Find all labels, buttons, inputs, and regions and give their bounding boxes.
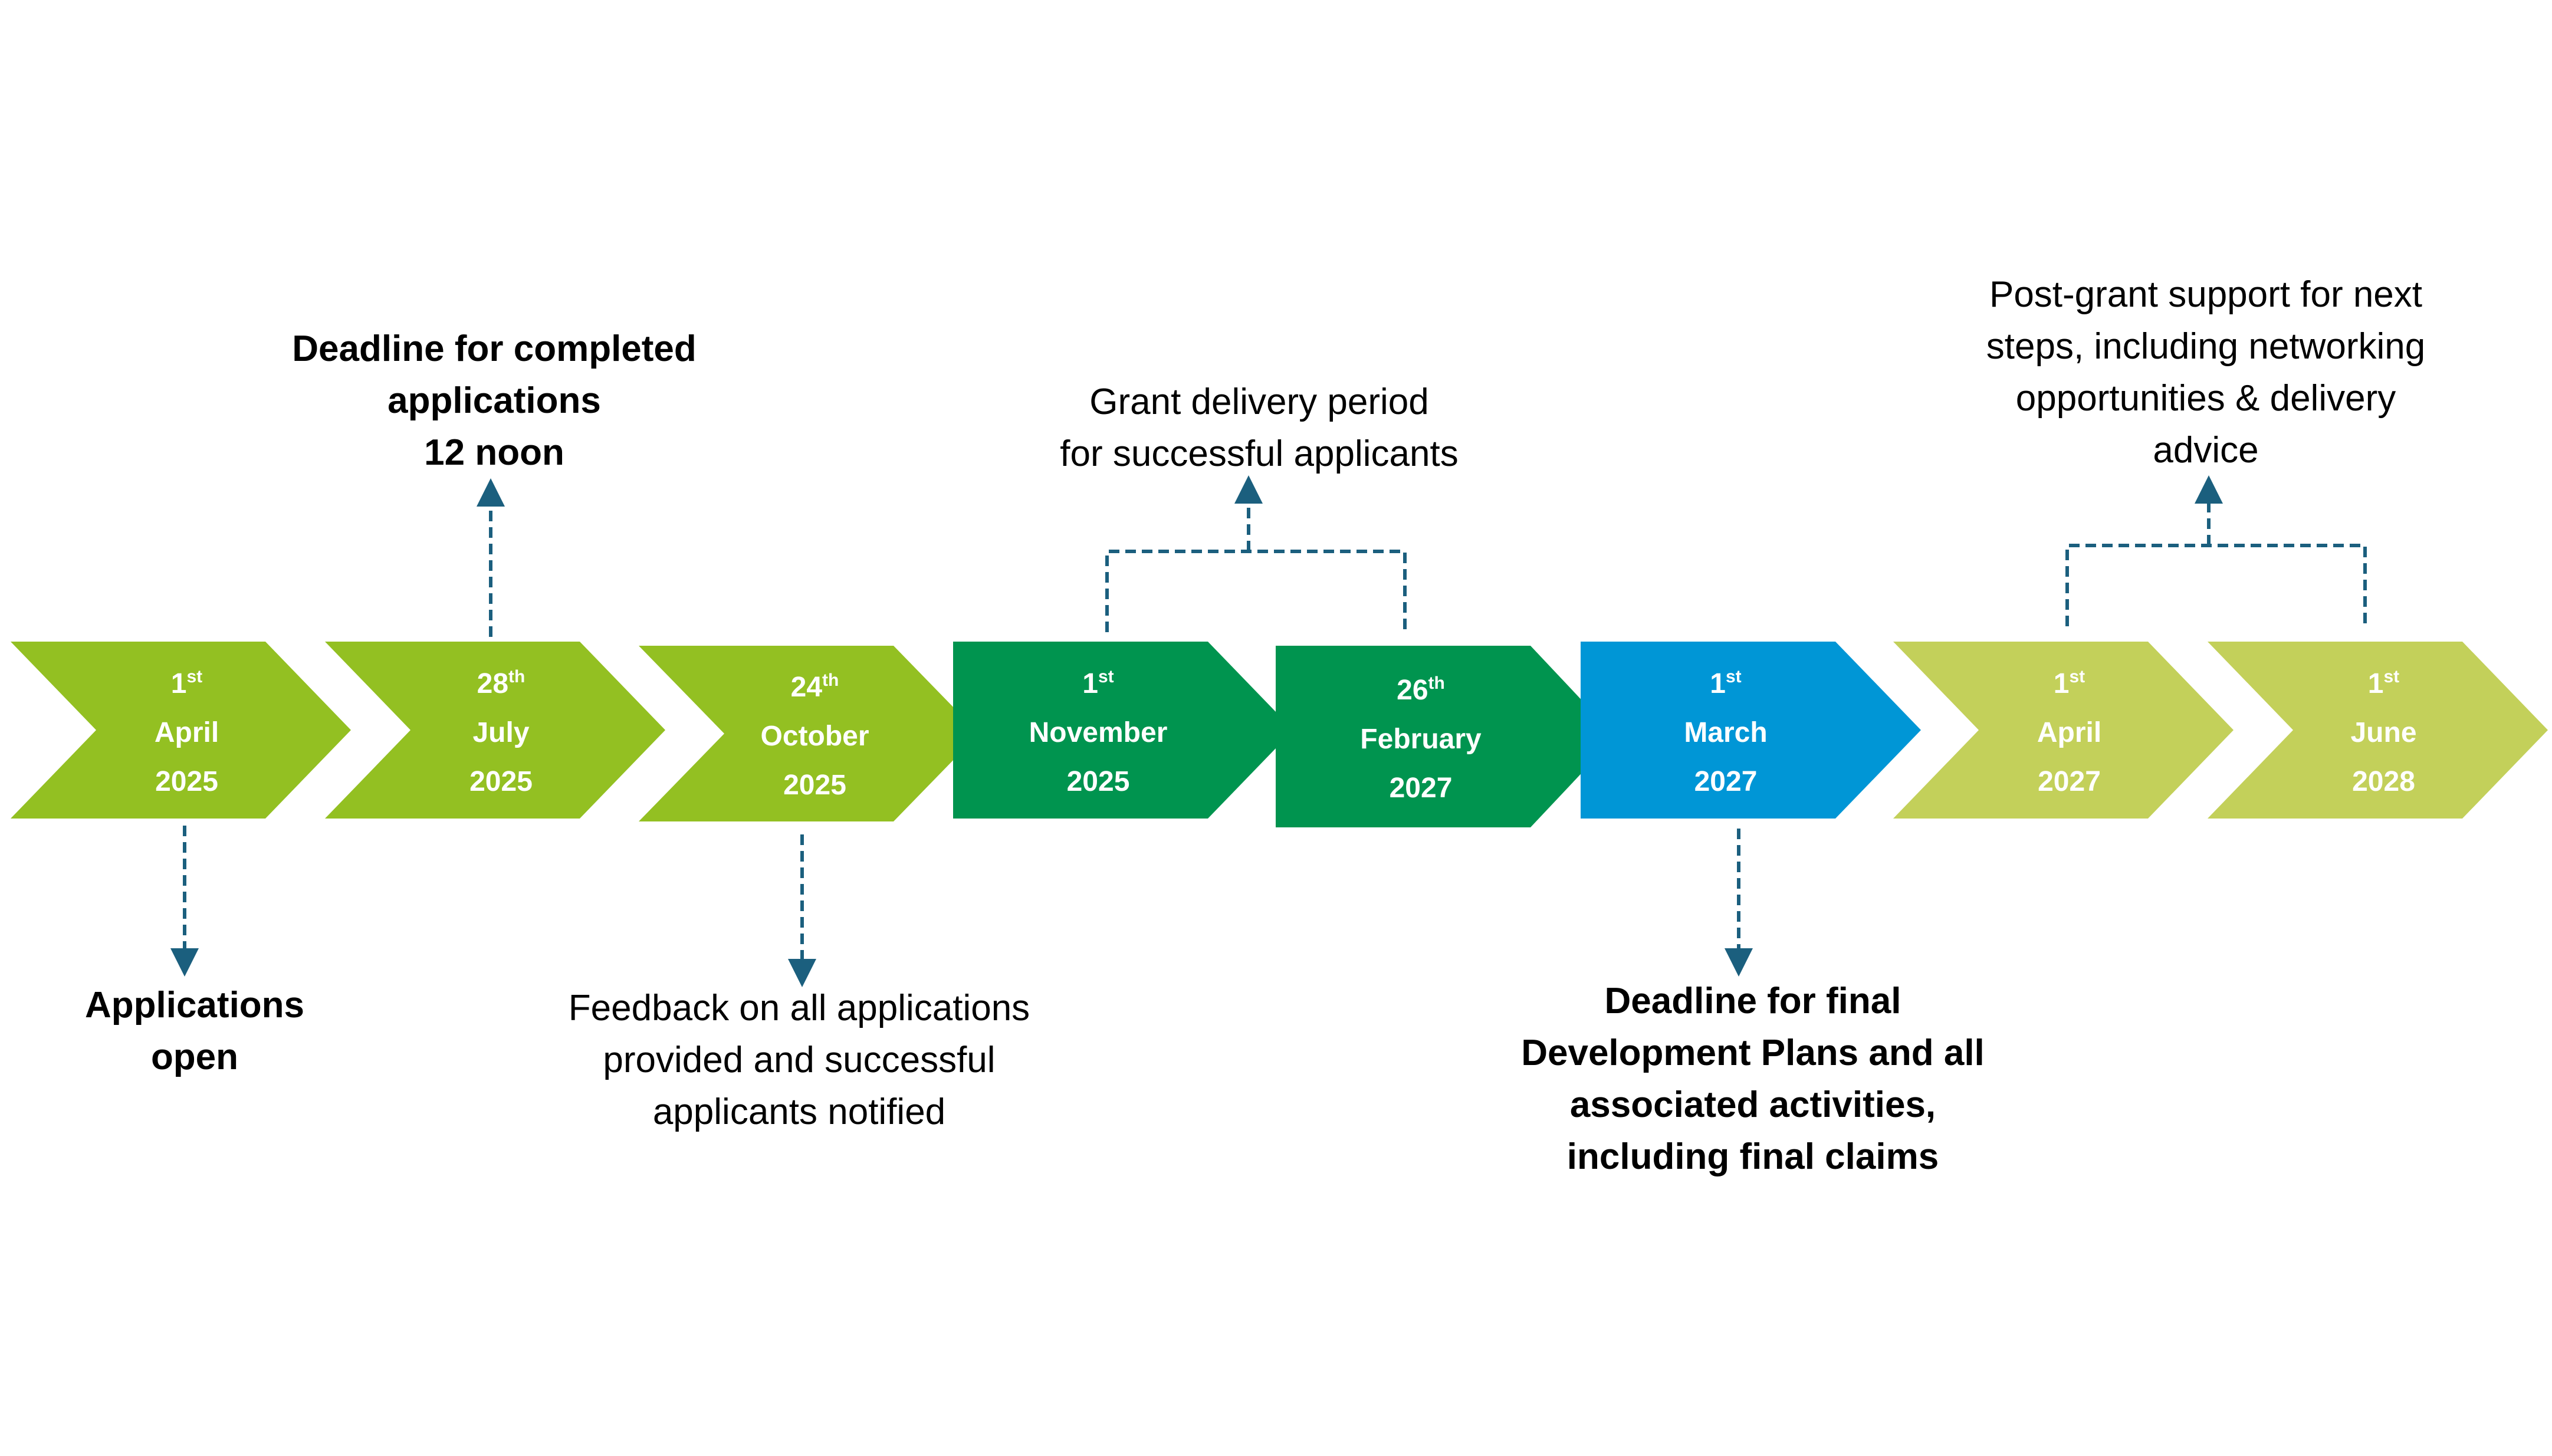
annotation-line: Feedback on all applications [569,988,1030,1028]
chevron-shape [11,642,351,819]
ordinal-suffix: th [508,667,525,686]
ordinal-suffix: st [1098,667,1114,686]
milestone-month: March [1684,717,1767,748]
annotation-line: including final claims [1567,1136,1939,1177]
annotation-line: associated activities, [1570,1084,1936,1125]
ordinal-suffix: st [2070,667,2085,686]
annotation-applications-open: Applications open [85,985,304,1077]
ordinal-suffix: th [822,671,839,690]
annotation-line: advice [2153,430,2258,471]
annotation-line: Development Plans and all [1521,1033,1985,1073]
milestone-year: 2027 [1694,766,1758,797]
milestone-year: 2027 [1390,773,1453,804]
annotation-line: Deadline for completed [292,328,697,369]
annotation-line: for successful applicants [1060,433,1458,474]
milestone-day: 26th [1397,673,1445,706]
milestone-day: 1st [171,667,202,699]
chevron-shape [1581,642,1921,819]
milestone-year: 2025 [469,766,533,797]
ordinal-suffix: st [1726,667,1742,686]
ordinal-suffix: st [2384,667,2400,686]
ordinal-suffix: st [187,667,203,686]
annotation-line: applications [387,380,601,421]
chevron-shape [639,646,979,821]
milestone-year: 2025 [155,766,218,797]
annotation-line: Post-grant support for next [1989,274,2422,315]
milestone-month: November [1029,717,1168,748]
milestone-year: 2028 [2352,766,2415,797]
annotation-line: steps, including networking [1986,326,2425,367]
milestone-day: 1st [2054,667,2085,699]
chevron-shape [1893,642,2234,819]
milestone-day: 1st [1710,667,1741,699]
milestone-month: April [2037,717,2101,748]
annotation-feedback-notified: Feedback on all applications provided and… [569,988,1030,1132]
chevron-shape [2208,642,2548,819]
milestone-year: 2025 [1067,766,1130,797]
annotation-line: opportunities & delivery [2016,378,2396,419]
milestone-day: 24th [791,671,839,703]
annotation-line: open [151,1037,238,1077]
annotation-post-grant-support: Post-grant support for next steps, includ… [1986,274,2425,471]
chevron-shape [1276,646,1616,827]
annotation-line: Deadline for final [1605,981,1901,1021]
annotation-deadline-completed-applications: Deadline for completed applications 12 noo… [292,328,697,473]
milestone-month: October [760,721,869,752]
annotation-line: 12 noon [424,432,564,473]
bracket-post-grant [2065,544,2367,626]
milestone-month: February [1360,724,1482,755]
milestone-month: April [155,717,219,748]
annotation-line: Applications [85,985,304,1026]
chevron-shape [325,642,665,819]
annotation-line: Grant delivery period [1089,382,1429,422]
milestone-day: 28th [477,667,525,699]
bracket-grant-delivery [1105,550,1407,632]
annotation-grant-delivery-period: Grant delivery period for successful appl… [1060,382,1458,474]
milestone-month: July [472,717,529,748]
milestone-year: 2027 [2038,766,2101,797]
annotation-line: provided and successful [603,1040,995,1080]
milestone-day: 1st [1082,667,1114,699]
annotation-line: applicants notified [653,1092,945,1132]
milestone-month: June [2350,717,2416,748]
milestone-year: 2025 [783,770,846,801]
chevron-shape [953,642,1293,819]
milestone-day: 1st [2368,667,2399,699]
ordinal-suffix: th [1428,673,1445,693]
